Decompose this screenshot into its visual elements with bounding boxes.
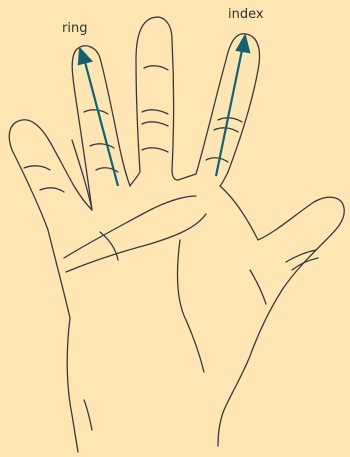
index-arrowhead bbox=[237, 36, 249, 52]
middle-finger bbox=[130, 17, 178, 186]
pinky-finger bbox=[72, 140, 92, 210]
index-arrow bbox=[216, 36, 249, 176]
ring-arrow bbox=[79, 49, 118, 186]
index-finger-label: index bbox=[228, 8, 264, 21]
ring-arrow-shaft bbox=[85, 62, 118, 186]
ring-arrowhead bbox=[79, 49, 91, 64]
ring-finger bbox=[72, 46, 130, 210]
ring-finger-label: ring bbox=[62, 22, 87, 35]
thumb bbox=[218, 186, 344, 446]
wrist-left bbox=[72, 415, 78, 452]
index-arrow-shaft bbox=[216, 50, 242, 176]
